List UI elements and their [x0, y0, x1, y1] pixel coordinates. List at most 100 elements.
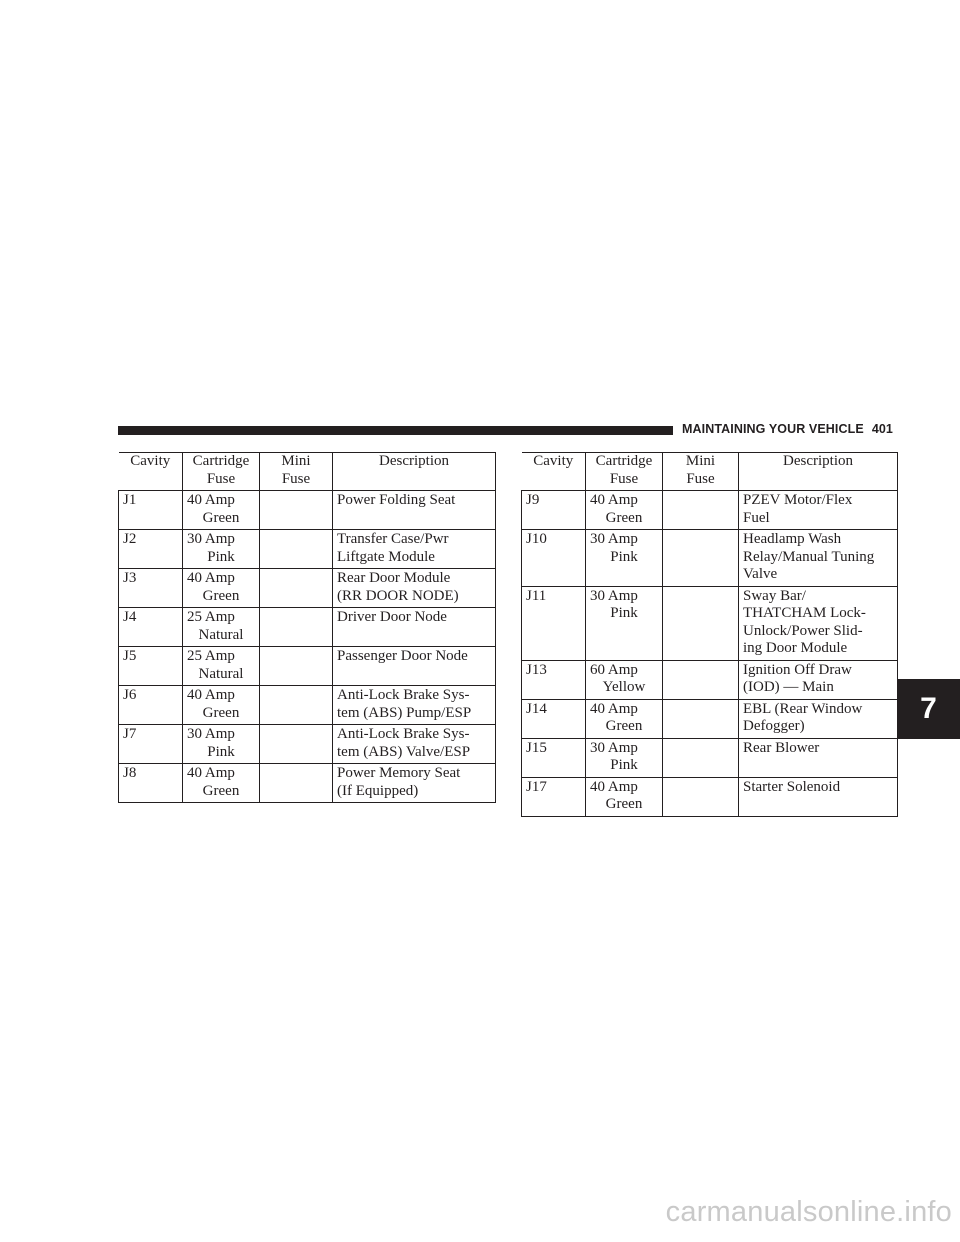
- description-line: Unlock/Power Slid-: [743, 622, 863, 639]
- cavity-cell: J8: [118, 763, 183, 803]
- cavity-cell: J14: [521, 698, 586, 739]
- fuse-rating: 30 Amp: [590, 531, 638, 547]
- fuse-color: Pink: [610, 757, 638, 773]
- fuse-rating: 25 Amp: [187, 609, 235, 625]
- fuse-color: Pink: [207, 743, 235, 760]
- cavity-cell: J17: [521, 776, 586, 817]
- description-line: Liftgate Module: [337, 548, 435, 565]
- description-line: (If Equipped): [337, 782, 419, 799]
- mini-fuse-cell: [259, 607, 333, 647]
- description-line: Fuel: [743, 509, 770, 526]
- mini-fuse-cell: [259, 685, 333, 725]
- mini-fuse-cell: [662, 659, 739, 700]
- fuse-rating: 25 Amp: [187, 648, 235, 664]
- cavity-cell: J5: [118, 646, 183, 686]
- cavity-cell: J7: [118, 724, 183, 764]
- mini-fuse-cell: [259, 529, 333, 569]
- mini-fuse-cell: [662, 529, 739, 587]
- column-header-cavity: Cavity: [521, 452, 586, 491]
- description-cell: Ignition Off Draw(IOD) — Main: [738, 659, 898, 700]
- fuse-color: Green: [605, 509, 643, 526]
- fuse-color: Green: [202, 782, 240, 799]
- description-line: Driver Door Node: [337, 609, 447, 625]
- page-number: 401: [871, 422, 893, 436]
- header-rule: [118, 426, 673, 435]
- mini-fuse-cell: [259, 646, 333, 686]
- mini-fuse-cell: [662, 490, 739, 530]
- column-header-description: Description: [332, 452, 496, 491]
- cavity-cell: J1: [118, 490, 183, 530]
- chapter-tab[interactable]: 7: [897, 679, 960, 739]
- mini-fuse-cell: [662, 776, 739, 817]
- column-header-description: Description: [738, 452, 898, 491]
- description-line: Rear Door Module: [337, 570, 451, 586]
- description-line: EBL (Rear Window: [743, 700, 863, 717]
- description-line: PZEV Motor/Flex: [743, 492, 853, 508]
- description-cell: Rear Door Module(RR DOOR NODE): [332, 568, 496, 608]
- mini-fuse-cell: [259, 763, 333, 803]
- description-line: Ignition Off Draw: [743, 661, 852, 678]
- fuse-color: Green: [202, 587, 240, 604]
- fuse-rating: 40 Amp: [590, 492, 638, 508]
- description-line: (RR DOOR NODE): [337, 587, 459, 604]
- fuse-rating: 40 Amp: [187, 687, 235, 703]
- cavity-cell: J11: [521, 585, 586, 661]
- description-line: Anti-Lock Brake Sys-: [337, 726, 470, 742]
- mini-fuse-cell: [662, 737, 739, 778]
- cavity-cell: J3: [118, 568, 183, 608]
- description-line: Anti-Lock Brake Sys-: [337, 687, 470, 703]
- fuse-rating: 40 Amp: [590, 778, 638, 795]
- description-line: Transfer Case/Pwr: [337, 531, 449, 547]
- fuse-rating: 30 Amp: [590, 739, 638, 756]
- mini-fuse-cell: [259, 724, 333, 764]
- fuse-rating: 60 Amp: [590, 661, 638, 678]
- description-line: THATCHAM Lock-: [743, 605, 866, 621]
- fuse-color: Yellow: [602, 679, 646, 695]
- fuse-rating: 30 Amp: [187, 726, 235, 742]
- fuse-rating: 40 Amp: [187, 492, 235, 508]
- description-line: Starter Solenoid: [743, 778, 841, 795]
- cavity-cell: J2: [118, 529, 183, 569]
- fuse-rating: 30 Amp: [590, 587, 638, 604]
- fuse-color: Pink: [610, 605, 638, 621]
- description-line: Relay/Manual Tuning: [743, 548, 875, 565]
- description-cell: Sway Bar/THATCHAM Lock-Unlock/Power Slid…: [738, 585, 898, 661]
- fuse-rating: 40 Amp: [590, 700, 638, 717]
- description-cell: Power Folding Seat: [332, 490, 496, 530]
- cavity-cell: J4: [118, 607, 183, 647]
- description-cell: Rear Blower: [738, 737, 898, 778]
- description-line: Power Memory Seat: [337, 765, 461, 781]
